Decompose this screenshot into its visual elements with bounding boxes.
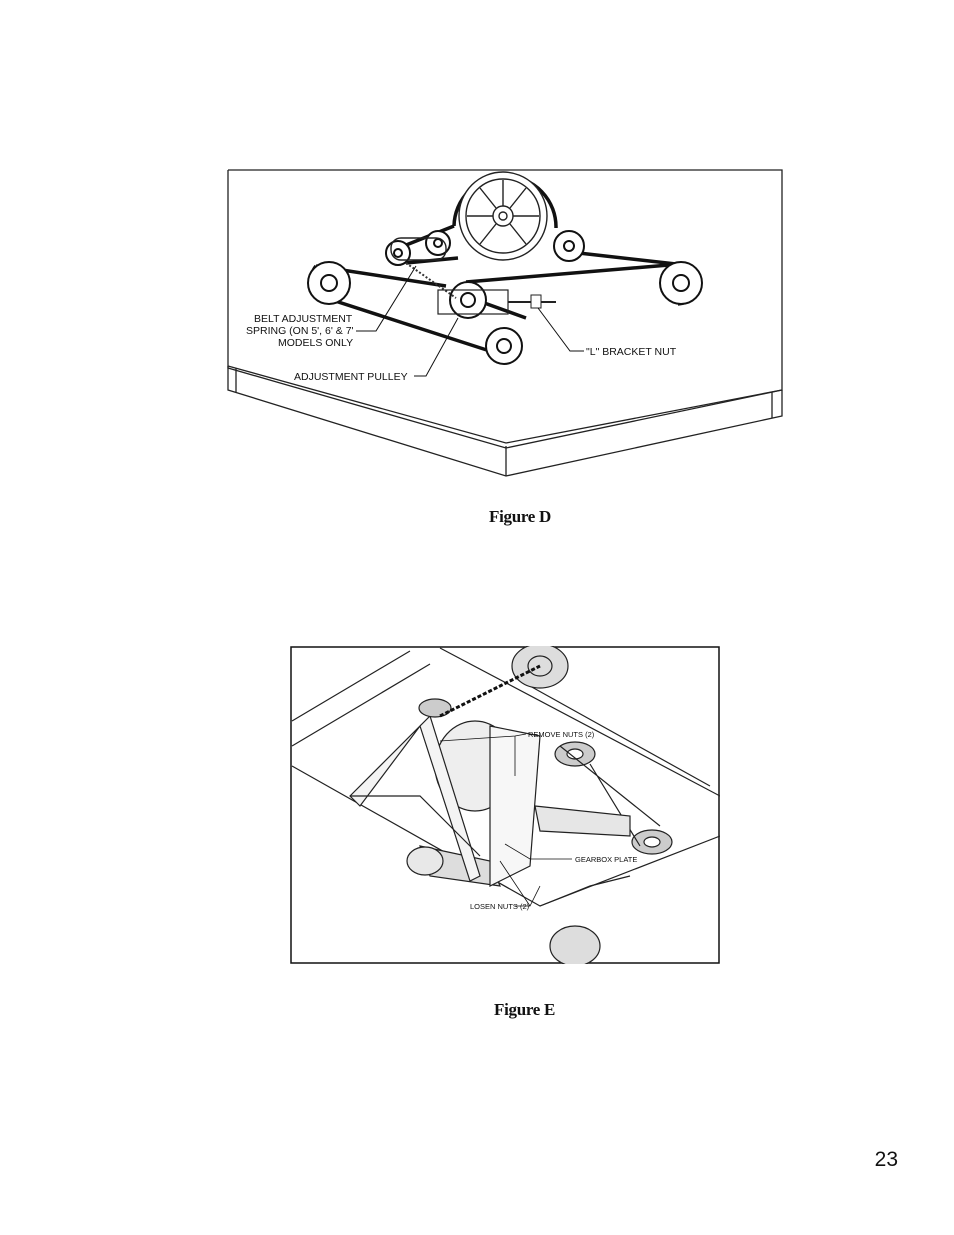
label-belt-adjustment-line3: MODELS ONLY <box>278 337 353 349</box>
label-belt-adjustment-line1: BELT ADJUSTMENT <box>254 313 353 325</box>
figure-e-illustration: REMOVE NUTS (2) GEARBOX PLATE LOSEN NUTS… <box>290 643 721 967</box>
label-adjustment-pulley: ADJUSTMENT PULLEY <box>294 371 408 383</box>
label-gearbox-plate: GEARBOX PLATE <box>575 855 637 864</box>
label-losen-nuts: LOSEN NUTS (2) <box>470 902 530 911</box>
page-number: 23 <box>874 1148 898 1171</box>
label-remove-nuts: REMOVE NUTS (2) <box>528 730 595 739</box>
figure-d-diagram: BELT ADJUSTMENT SPRING (ON 5', 6' & 7' M… <box>226 168 784 478</box>
label-l-bracket-nut: "L" BRACKET NUT <box>586 346 677 358</box>
label-belt-adjustment-line2: SPRING (ON 5', 6' & 7' <box>246 325 354 337</box>
figure-e-caption: Figure E <box>494 1000 556 1019</box>
figure-d-caption: Figure D <box>489 507 551 526</box>
